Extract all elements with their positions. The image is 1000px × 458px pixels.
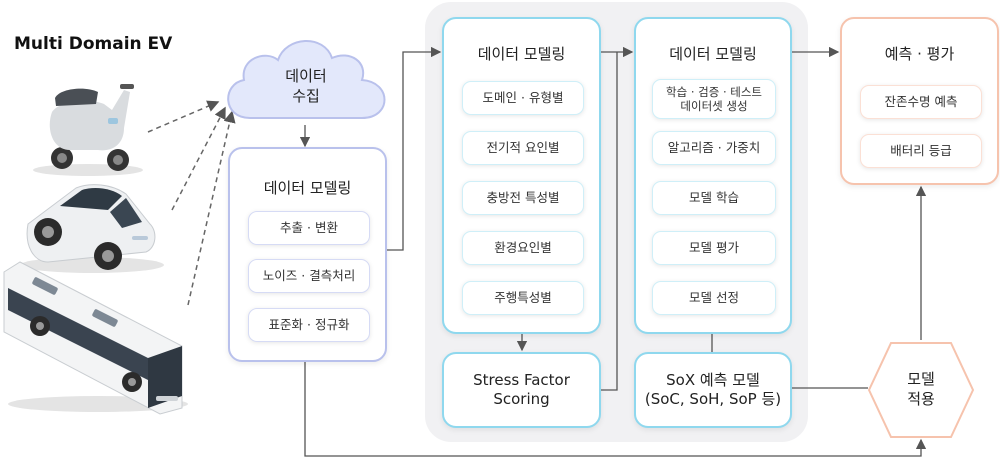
- predict-title: 예측 · 평가: [884, 45, 955, 63]
- box1-item-noise-missing: 노이즈 · 결측처리: [248, 259, 370, 293]
- box3-item-dataset: 학습 · 검증 · 테스트 데이터셋 생성: [652, 79, 776, 119]
- predict-item-remaining-life: 잔존수명 예측: [860, 85, 982, 119]
- box2-title: 데이터 모델링: [477, 45, 566, 63]
- car-illustration: [20, 184, 164, 273]
- box2-item-environment: 환경요인별: [462, 231, 584, 265]
- arrow-box1-to-box2: [387, 46, 442, 251]
- box3-item-train: 모델 학습: [652, 181, 776, 215]
- data-modeling-box-1: 데이터 모델링 추출 · 변환 노이즈 · 결측처리 표준화 · 정규화: [228, 147, 387, 362]
- box2-item-driving: 주행특성별: [462, 281, 584, 315]
- prediction-evaluation-box: 예측 · 평가 잔존수명 예측 배터리 등급: [840, 17, 999, 185]
- box2-item-domain-type: 도메인 · 유형별: [462, 81, 584, 115]
- box1-title: 데이터 모델링: [263, 179, 352, 197]
- box1-item-extract-transform: 추출 · 변환: [248, 211, 370, 245]
- stress-line1: Stress Factor: [473, 370, 570, 389]
- hexagon-label: 모델 적용: [881, 369, 961, 410]
- cloud-label-line1: 데이터: [285, 67, 327, 85]
- box3-item-evaluate: 모델 평가: [652, 231, 776, 265]
- box3-item-algorithm: 알고리즘 · 가중치: [652, 131, 776, 165]
- data-modeling-box-2: 데이터 모델링 도메인 · 유형별 전기적 요인별 충방전 특성별 환경요인별 …: [442, 17, 601, 334]
- box2-item-charge-discharge: 충방전 특성별: [462, 181, 584, 215]
- sox-model-box: SoX 예측 모델 (SoC, SoH, SoP 등): [634, 352, 792, 428]
- diagram-title: Multi Domain EV: [14, 34, 173, 54]
- box1-item-standardize-normalize: 표준화 · 정규화: [248, 308, 370, 342]
- dashed-arrow-bus: [187, 110, 236, 306]
- hexagon-shape: [867, 342, 975, 438]
- sox-line2: (SoC, SoH, SoP 등): [644, 390, 782, 408]
- stress-line2: Scoring: [493, 390, 550, 408]
- hexagon-line1: 모델: [907, 370, 935, 388]
- box3-title: 데이터 모델링: [669, 45, 757, 63]
- data-modeling-box-3: 데이터 모델링 학습 · 검증 · 테스트 데이터셋 생성 알고리즘 · 가중치…: [634, 17, 792, 334]
- scooter-illustration: [33, 84, 143, 176]
- hexagon-line2: 적용: [907, 390, 935, 409]
- dashed-arrow-scooter: [147, 100, 220, 133]
- cloud-label: 데이터 수집: [256, 66, 356, 107]
- dashed-arrow-car: [171, 106, 226, 211]
- predict-item-battery-grade: 배터리 등급: [860, 134, 982, 168]
- sox-line1: SoX 예측 모델: [666, 370, 760, 389]
- stress-factor-box: Stress Factor Scoring: [442, 352, 601, 428]
- arrow-box1-to-hexagon: [304, 362, 927, 457]
- cloud-shape: [227, 40, 386, 119]
- box2-item-electrical: 전기적 요인별: [462, 131, 584, 165]
- box3-item-select: 모델 선정: [652, 281, 776, 315]
- cloud-label-line2: 수집: [292, 87, 320, 106]
- bus-illustration: [3, 261, 188, 415]
- arrow-stress-to-box3: [601, 52, 618, 391]
